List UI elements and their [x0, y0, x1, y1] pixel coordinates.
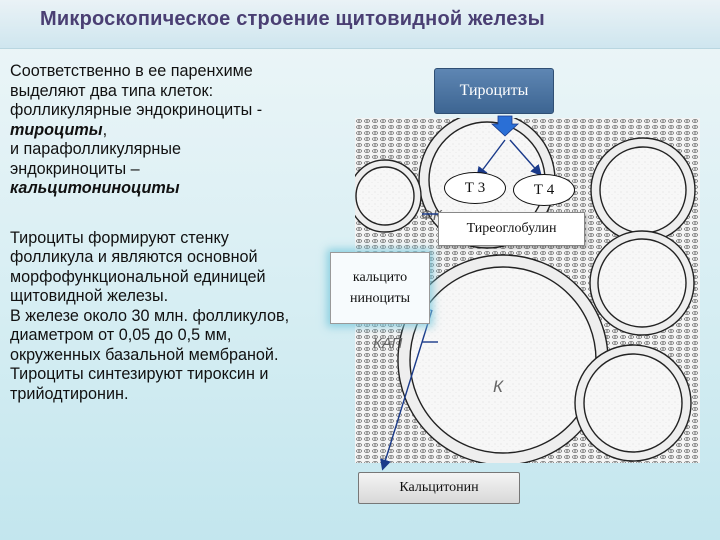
text-line: фолликула и являются основной: [10, 248, 258, 266]
text-line: выделяют два типа клеток:: [10, 81, 214, 100]
arrow-to-t3: [476, 139, 506, 179]
text-line: Тироциты формируют стенку: [10, 228, 229, 247]
text-line: эндокриноциты –: [10, 159, 140, 178]
text-line: окруженных базальной мембраной.: [10, 345, 279, 364]
calcitoninocytes-label-line2: ниноциты: [350, 291, 410, 306]
thyrocytes-term: тироциты: [10, 120, 103, 139]
text-line: щитовидной железы.: [10, 287, 169, 305]
text-comma: ,: [102, 120, 108, 139]
follicle-colloid: [583, 353, 683, 453]
text-line: диаметром от 0,05 до 0,5 мм,: [10, 326, 232, 344]
body-text: Соответственно в ее паренхиме выделяют д…: [10, 62, 350, 404]
calcitonin-label: Кальцитонин: [358, 472, 520, 504]
t3-label: Т 3: [444, 172, 506, 204]
calcitoninocytes-term: кальцитониноциты: [10, 179, 180, 197]
calcitoninocytes-label-line1: кальцито: [352, 270, 408, 285]
follicle-colloid: [597, 238, 687, 328]
text-line: Соответственно в ее паренхиме: [10, 62, 253, 80]
label-kap: КАП: [373, 335, 403, 352]
text-line: В железе около 30 млн. фолликулов,: [10, 306, 290, 325]
t4-label: Т 4: [513, 174, 575, 206]
text-line: трийодтиронин.: [10, 384, 129, 403]
text-line: фолликулярные эндокриноциты -: [10, 101, 263, 119]
thyrocytes-label: Тироциты: [434, 68, 554, 114]
thyroglobulin-label: Тиреоглобулин: [438, 212, 585, 246]
down-arrow-icon: [490, 115, 520, 137]
follicle-colloid: [355, 166, 415, 226]
text-line: и парафолликулярные: [10, 140, 182, 158]
text-line: морфофункциональной единицей: [10, 267, 266, 286]
calcitoninocytes-label: кальцито ниноциты: [330, 252, 430, 324]
title-bar: Микроскопическое строение щитовидной жел…: [0, 0, 720, 49]
text-line: Тироциты синтезируют тироксин и: [10, 365, 269, 383]
text-line: тироциты,: [10, 121, 350, 141]
label-fk: ФК: [421, 207, 443, 224]
label-k: К: [493, 377, 504, 396]
arrow-to-t4: [509, 139, 542, 177]
arrow-to-calcitonin: [380, 309, 433, 471]
slide-title: Микроскопическое строение щитовидной жел…: [40, 8, 545, 30]
